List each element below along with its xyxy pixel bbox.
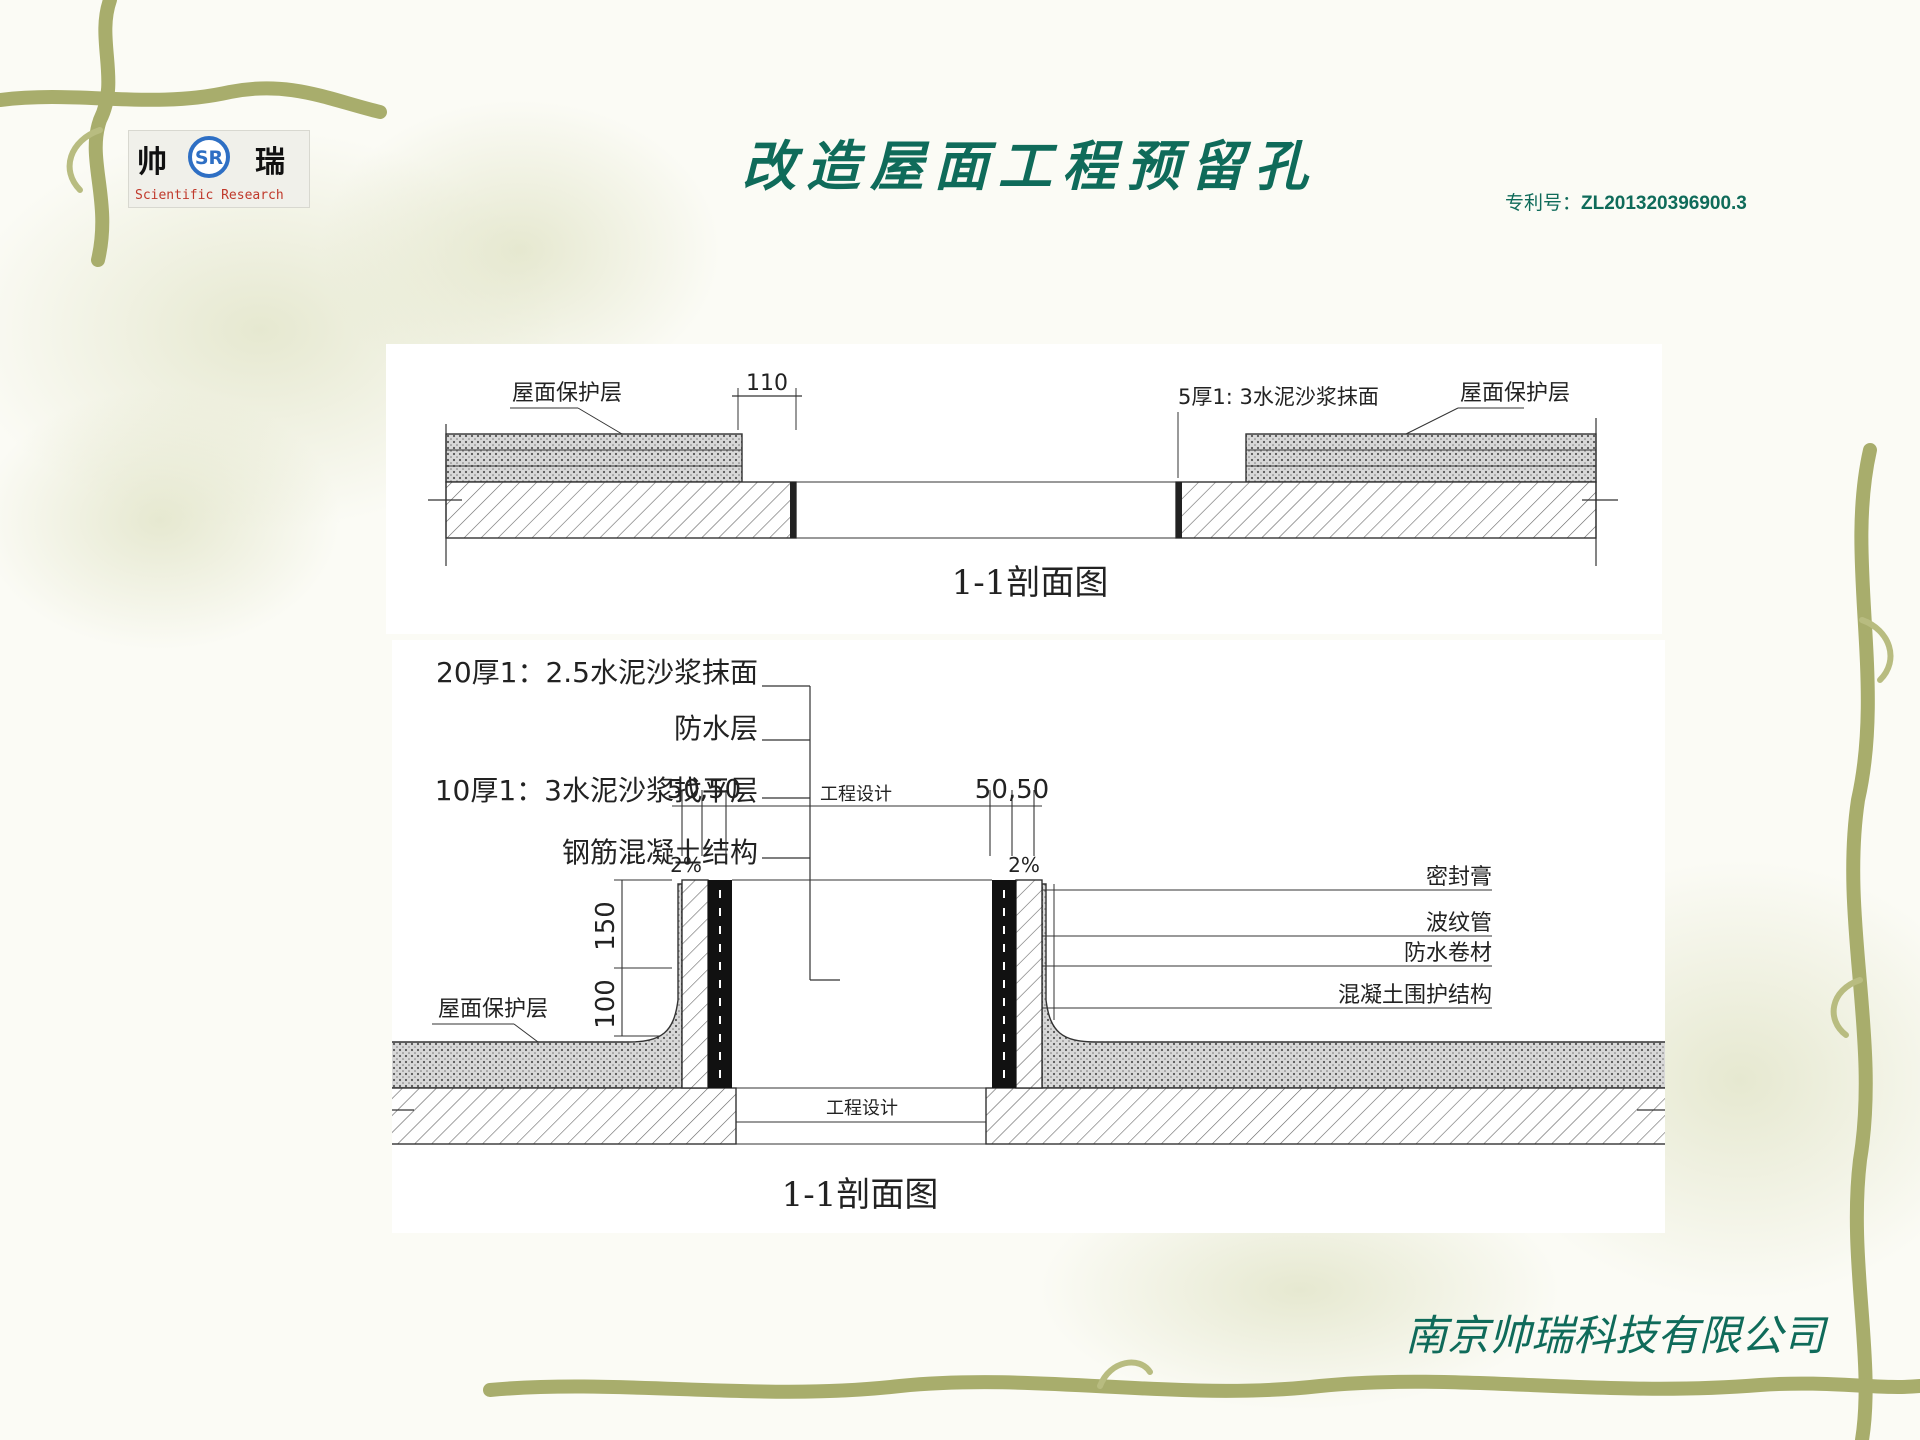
roof-layers-left <box>381 883 683 1089</box>
label-roof-protection-left: 屋面保护层 <box>512 381 622 406</box>
leaf-shadow <box>0 390 340 650</box>
concrete-upstand-right <box>1015 879 1043 1089</box>
callout-mortar-finish: 20厚1：2.5水泥沙浆抹面 <box>436 656 758 689</box>
section-1-svg: 110 屋面保护层 5厚1: 3水泥沙浆抹面 屋面保护层 1-1剖面图 <box>428 371 1618 603</box>
label-roof-protection-right: 屋面保护层 <box>1460 381 1570 406</box>
logo-mark-text: SR <box>195 147 224 169</box>
concrete-slab-right <box>985 1087 1676 1145</box>
slope-left: 2% <box>670 853 702 877</box>
concrete-slab-left <box>445 481 797 539</box>
patent-number: 专利号：ZL201320396900.3 <box>1505 188 1747 215</box>
dimension-50-50-left: 50,50 <box>667 775 741 805</box>
leaf-shadow <box>320 100 720 400</box>
company-name: 南京帅瑞科技有限公司 <box>1405 1314 1826 1360</box>
callout-concrete-structure: 钢筋混凝土结构 <box>562 836 758 869</box>
leader-line <box>513 1023 539 1043</box>
section-drawing-top: 110 屋面保护层 5厚1: 3水泥沙浆抹面 屋面保护层 1-1剖面图 <box>386 344 1662 634</box>
concrete-upstand-left <box>681 879 709 1089</box>
patent-value: ZL201320396900.3 <box>1581 193 1747 214</box>
dimension-design-bottom: 工程设计 <box>826 1098 898 1119</box>
hole-lining-right <box>1176 482 1182 538</box>
callout-waterproof-layer: 防水层 <box>674 712 758 745</box>
callout-leader-lines-right <box>1042 884 1492 1020</box>
dimension-150: 150 <box>591 901 621 951</box>
dimension-50-50-right: 50,50 <box>975 775 1049 805</box>
leader-line <box>1405 407 1459 435</box>
concrete-slab-right <box>1175 481 1597 539</box>
dimension-vertical <box>614 879 672 1037</box>
slope-right: 2% <box>1008 853 1040 877</box>
caption-section-2: 1-1剖面图 <box>782 1175 939 1215</box>
caption-section-1: 1-1剖面图 <box>952 563 1109 603</box>
patent-label: 专利号： <box>1505 192 1582 214</box>
concrete-slab-left <box>381 1087 737 1145</box>
company-logo: 帅 SR 瑞 Scientific Research <box>128 130 310 208</box>
hole-lining-left <box>790 482 796 538</box>
logo-char-left: 帅 <box>137 145 167 180</box>
section-2-svg: 20厚1：2.5水泥沙浆抹面 防水层 10厚1：3水泥沙浆找平层 钢筋混凝土结构… <box>381 656 1676 1215</box>
leader-line <box>577 407 623 435</box>
callout-leveling-layer: 10厚1：3水泥沙浆找平层 <box>435 774 758 807</box>
logo-subtitle: Scientific Research <box>135 188 284 203</box>
label-roof-protection: 屋面保护层 <box>438 997 548 1022</box>
callout-leader-lines <box>762 685 840 981</box>
callout-concrete-enclosure: 混凝土围护结构 <box>1338 983 1492 1008</box>
dimension-design-top: 工程设计 <box>820 784 892 805</box>
roof-layers-left <box>445 433 743 483</box>
callout-corrugated-pipe: 波纹管 <box>1426 911 1492 936</box>
label-mortar-finish: 5厚1: 3水泥沙浆抹面 <box>1178 385 1379 409</box>
callout-waterproof-membrane: 防水卷材 <box>1404 941 1492 966</box>
page-title: 改造屋面工程预留孔 <box>742 134 1318 198</box>
dimension-100: 100 <box>591 979 621 1029</box>
roof-layers-right <box>1245 433 1597 483</box>
callout-sealant: 密封膏 <box>1426 865 1492 890</box>
section-drawing-bottom: 20厚1：2.5水泥沙浆抹面 防水层 10厚1：3水泥沙浆找平层 钢筋混凝土结构… <box>381 640 1676 1233</box>
dimension-top <box>672 790 1042 856</box>
vine-tendrils <box>66 127 1894 1389</box>
sr-logo-icon: SR <box>188 136 230 178</box>
dimension-110: 110 <box>746 371 788 396</box>
logo-char-right: 瑞 <box>255 145 285 180</box>
